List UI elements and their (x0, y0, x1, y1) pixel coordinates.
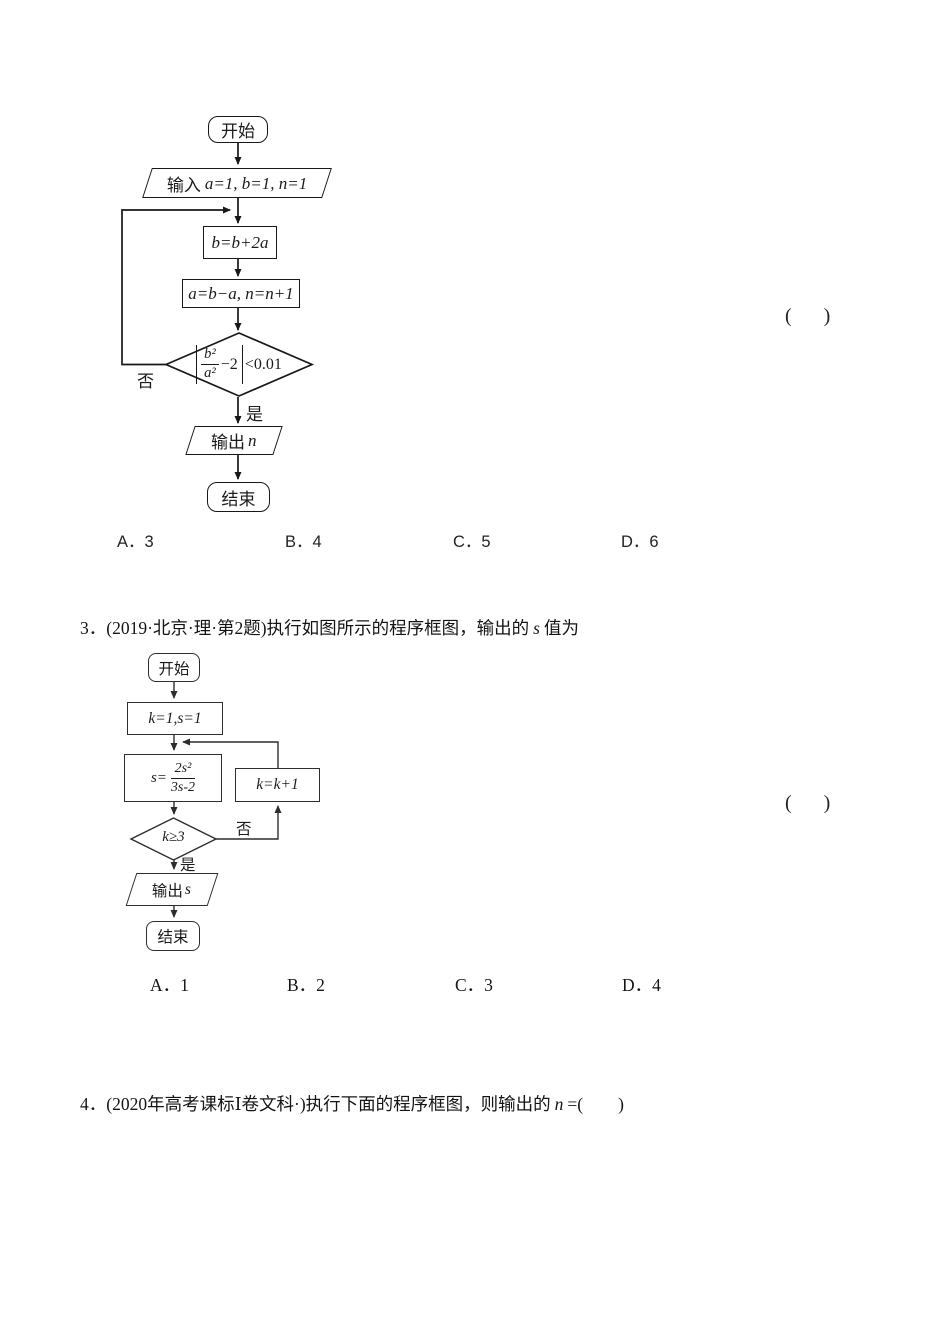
flowchart-q3-connectors (129, 682, 282, 918)
end-terminator: 结束 (146, 921, 200, 951)
output-label: 输出 s (152, 880, 192, 900)
process-step1: b=b+2a (203, 226, 277, 259)
output-parallelogram: 输出 n (185, 426, 283, 455)
stem-text: (2019·北京·理·第2题)执行如图所示的程序框图，输出的 (106, 618, 530, 638)
option-a: A．3 (117, 533, 154, 551)
no-label: 否 (236, 821, 252, 838)
question-number: 4． (80, 1094, 107, 1114)
decision-condition: b² a² −2 <0.01 (172, 337, 306, 392)
option-d: D．4 (622, 975, 661, 995)
end-label: 结束 (157, 929, 189, 946)
flowchart-q3: 开始 k=1,s=1 s= 2s² 3s-2 k=k+1 k≥3 否 是 输出 … (110, 645, 340, 975)
decision-condition: k≥3 (162, 829, 185, 845)
end-label: 结束 (221, 489, 256, 509)
answer-parentheses-q3: () (785, 792, 831, 814)
input-parallelogram: 输入 a=1, b=1, n=1 (142, 168, 332, 198)
increment-box: k=k+1 (235, 768, 320, 802)
option-d: D．6 (621, 533, 659, 551)
start-terminator: 开始 (148, 653, 200, 682)
option-c: C．5 (453, 533, 491, 551)
yes-label: 是 (246, 405, 263, 424)
stem-suffix: 值为 (543, 618, 579, 638)
flowchart-q2: 开始 输入 a=1, b=1, n=1 b=b+2a a=b−a, n=n+1 … (60, 100, 380, 530)
output-label: 输出 n (211, 430, 257, 453)
no-label: 否 (137, 372, 154, 391)
option-b: B．2 (287, 975, 325, 995)
decision-diamond (129, 817, 218, 861)
yes-label: 是 (180, 857, 196, 874)
stem-text: (2020年高考课标Ⅰ卷文科·)执行下面的程序框图，则输出的 (106, 1094, 551, 1114)
end-terminator: 结束 (207, 482, 270, 512)
absolute-value-group: b² a² −2 (196, 345, 243, 384)
input-label: 输入 a=1, b=1, n=1 (166, 173, 308, 195)
start-label: 开始 (158, 660, 190, 678)
fraction-b2-a2: b² a² (201, 347, 219, 381)
answer-row-q3: A．1 B．2 C．3 D．4 (0, 972, 950, 996)
assign-box: s= 2s² 3s-2 (124, 754, 222, 802)
option-c: C．3 (455, 975, 493, 995)
assign-expression: s= 2s² 3s-2 (150, 761, 196, 795)
decision-diamond (163, 332, 315, 397)
answer-parentheses-q2: () (785, 305, 831, 327)
flowchart-q2-connectors (121, 143, 315, 480)
start-terminator: 开始 (208, 116, 268, 143)
output-parallelogram: 输出 s (125, 873, 219, 906)
question-number: 3． (80, 618, 107, 638)
process-step2: a=b−a, n=n+1 (182, 279, 300, 308)
stem-variable: n (554, 1094, 564, 1114)
fraction-2s2-3s2: 2s² 3s-2 (170, 761, 196, 795)
stem-suffix: =( ) (567, 1094, 624, 1114)
answer-row-q2: A．3 B．4 C．5 D．6 (0, 528, 950, 552)
start-label: 开始 (221, 122, 255, 141)
option-b: B．4 (285, 533, 322, 551)
init-box: k=1,s=1 (127, 702, 223, 735)
stem-variable: s (533, 618, 540, 638)
option-a: A．1 (150, 975, 189, 995)
